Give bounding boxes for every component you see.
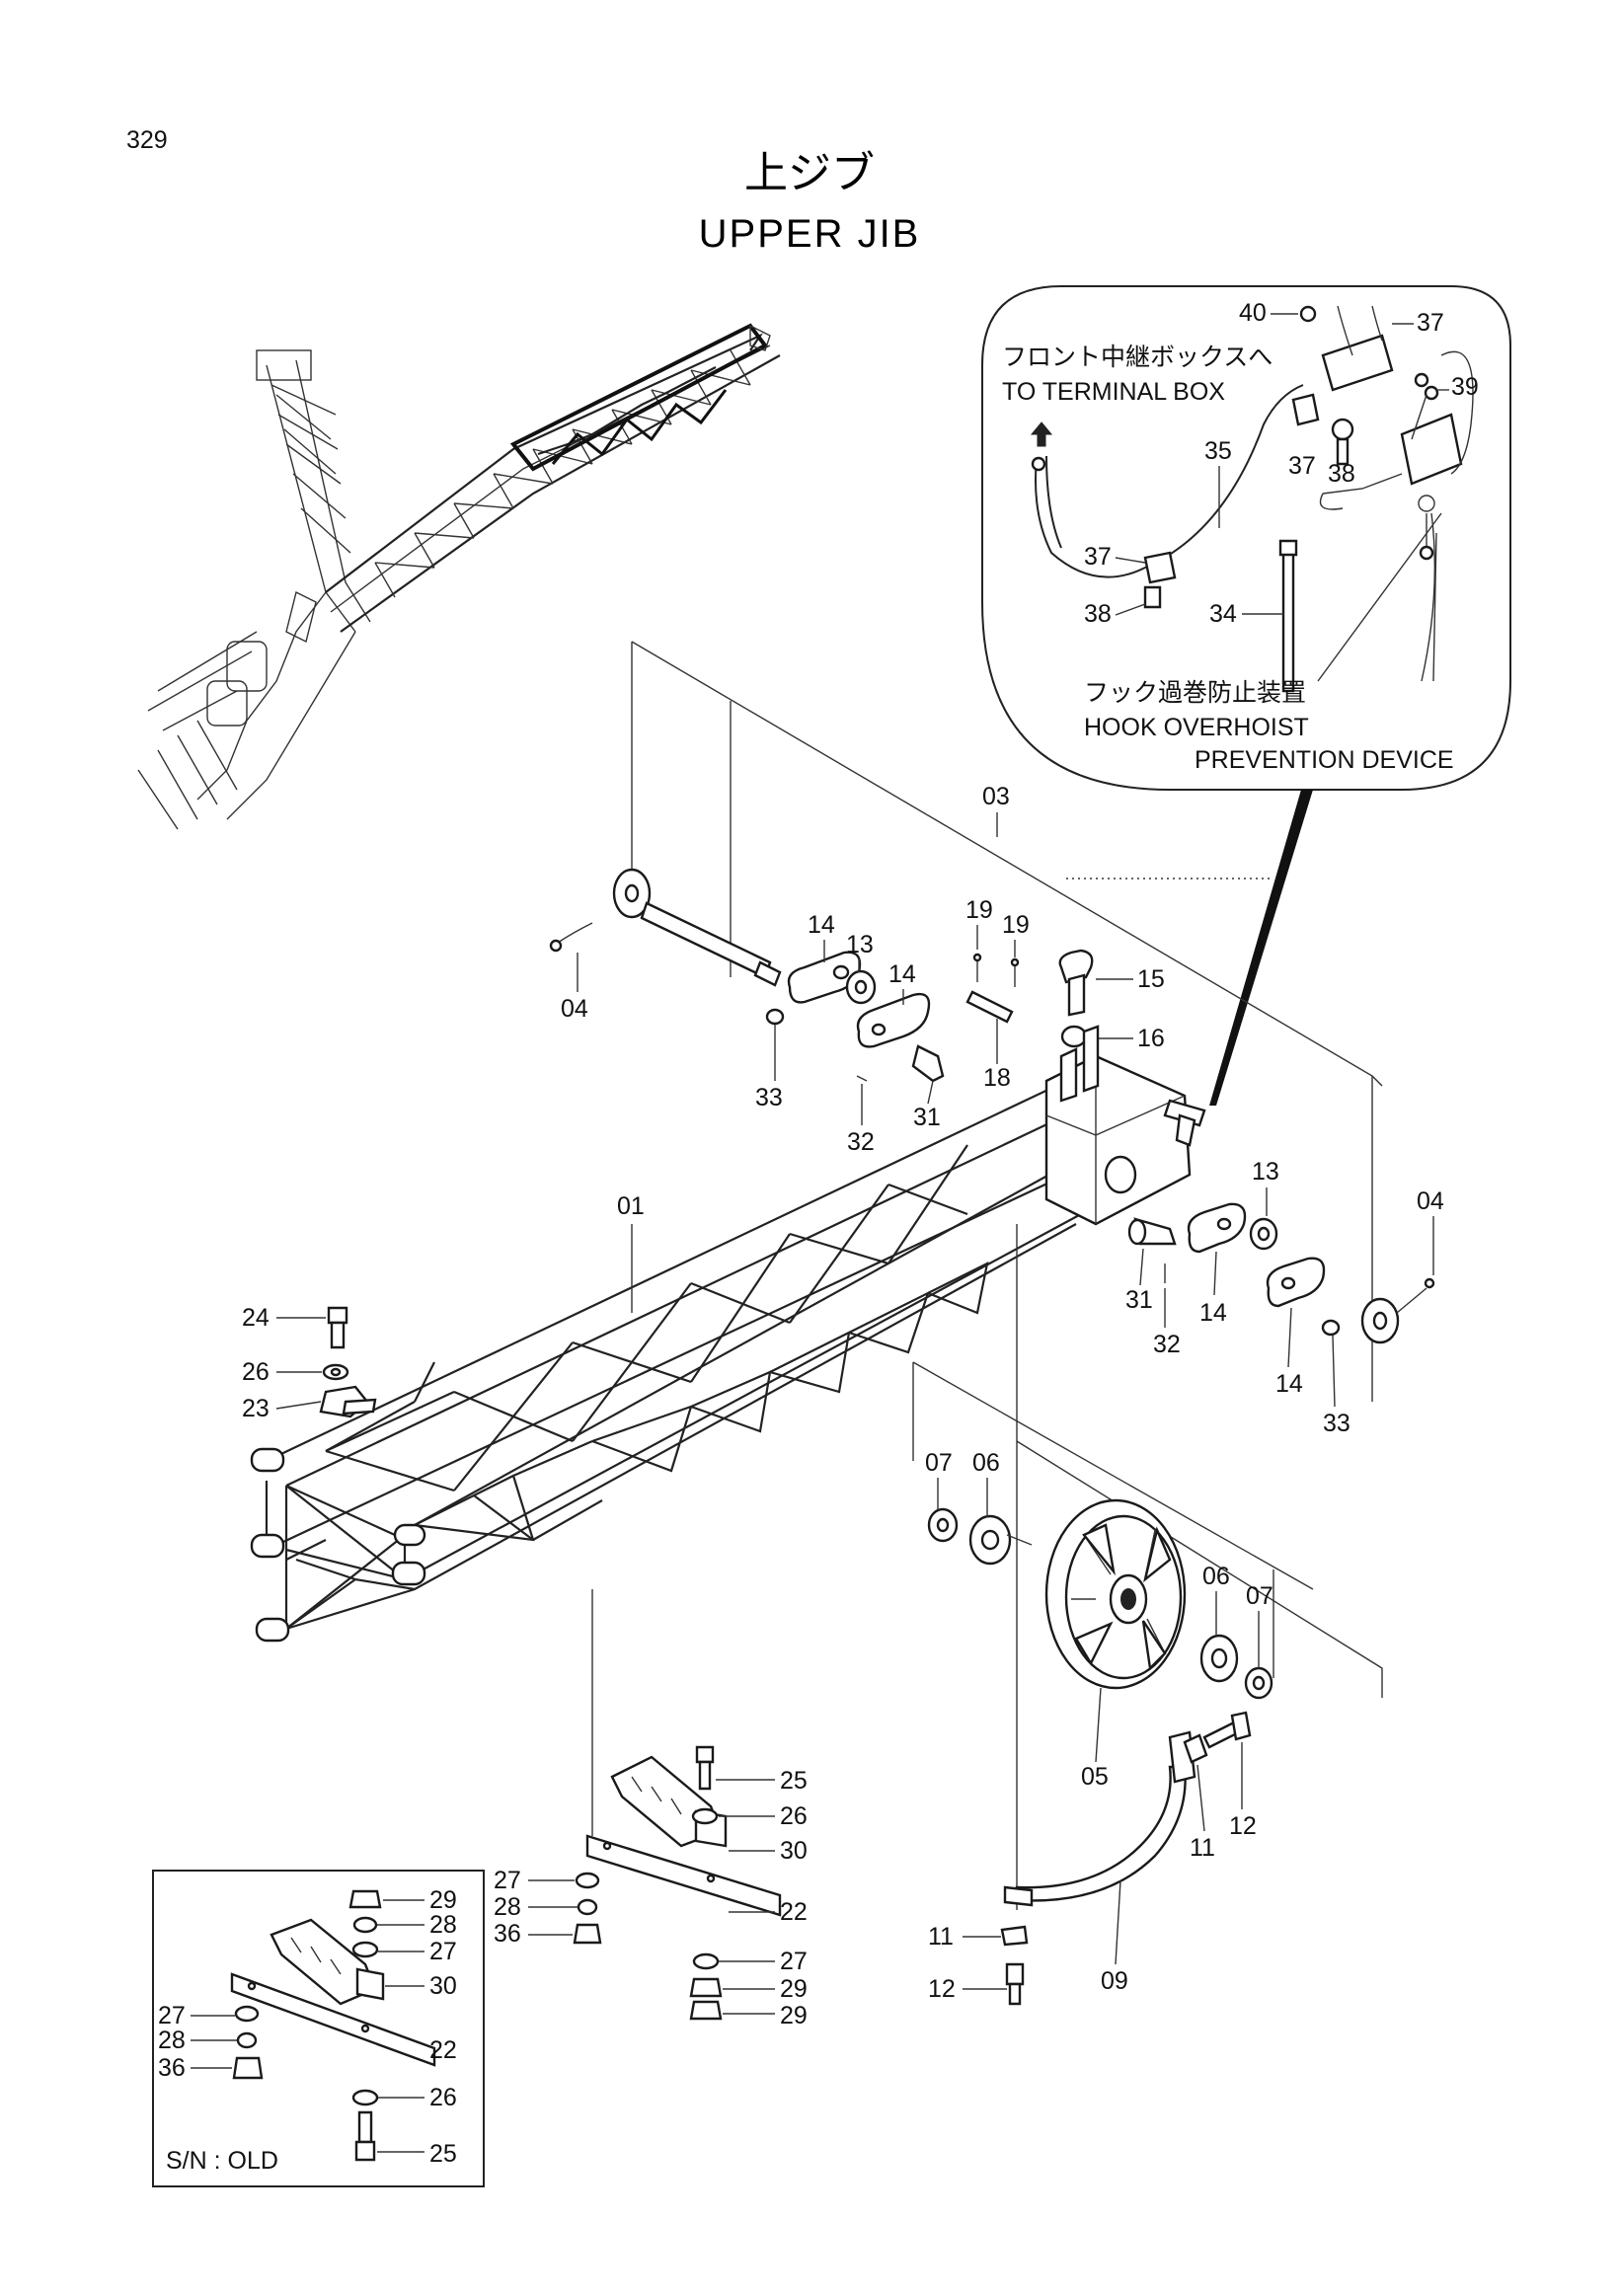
overhoist-device-label-en-2: PREVENTION DEVICE [1195, 746, 1454, 774]
rope-guard: 09 11 12 11 12 [928, 1224, 1257, 2006]
callout-31-a: 31 [913, 1104, 941, 1131]
callout-40: 40 [1239, 299, 1267, 327]
callout-11-right: 11 [1190, 1834, 1215, 1862]
title-japanese: 上ジブ [744, 148, 875, 198]
callout-38-mid: 38 [1328, 460, 1355, 488]
callout-05: 05 [1081, 1763, 1109, 1791]
callout-13-a: 13 [846, 931, 874, 958]
callout-30-a: 30 [780, 1837, 808, 1865]
upper-jib-frame: 01 [250, 1025, 1206, 1643]
callout-07-left: 07 [925, 1449, 953, 1477]
callout-04-right: 04 [1417, 1187, 1444, 1215]
callout-27-d: 27 [158, 2002, 186, 2029]
callout-27-c: 27 [429, 1938, 457, 1965]
pin-assembly: 03 04 14 13 33 14 31 32 [549, 641, 1383, 1402]
callout-16: 16 [1137, 1025, 1165, 1052]
callout-29-c: 29 [429, 1886, 457, 1914]
callout-24: 24 [242, 1304, 270, 1332]
callout-19-b: 19 [1002, 911, 1030, 939]
callout-33-b: 33 [1323, 1410, 1350, 1437]
callout-37-mid: 37 [1288, 452, 1316, 480]
callout-09: 09 [1101, 1967, 1128, 1995]
callout-35: 35 [1204, 437, 1232, 465]
roller-bracket-assembly: 25 26 30 27 28 36 22 27 29 29 [494, 1589, 808, 2029]
callout-32-a: 32 [847, 1128, 875, 1156]
callout-32-b: 32 [1153, 1331, 1181, 1358]
overhoist-device-label-en-1: HOOK OVERHOIST [1084, 714, 1309, 741]
callout-39: 39 [1451, 373, 1479, 401]
overhoist-device-label-jp: フック過巻防止装置 [1084, 678, 1306, 707]
callout-25-a: 25 [780, 1767, 808, 1795]
callout-25-b: 25 [429, 2140, 457, 2168]
callout-14-a: 14 [808, 911, 835, 939]
callout-31-b: 31 [1125, 1286, 1153, 1314]
callout-22-b: 22 [429, 2036, 457, 2064]
right-pin-parts: 31 32 14 13 14 33 04 [1125, 1158, 1444, 1437]
callout-04-left: 04 [561, 995, 588, 1023]
callout-34: 34 [1209, 600, 1237, 628]
terminal-box-note-en: TO TERMINAL BOX [1002, 378, 1225, 406]
callout-29-a: 29 [780, 1975, 808, 2003]
callout-26-a: 26 [242, 1358, 270, 1386]
callout-33-a: 33 [755, 1084, 783, 1111]
callout-14-c: 14 [1199, 1299, 1227, 1327]
crane-overview-sketch [137, 323, 781, 830]
callout-19-a: 19 [965, 896, 993, 924]
callout-11-left: 11 [928, 1923, 954, 1951]
callout-29-b: 29 [780, 2002, 808, 2029]
callout-18: 18 [983, 1064, 1011, 1092]
callout-26-b: 26 [780, 1802, 808, 1830]
callout-28-a: 28 [494, 1893, 521, 1921]
callout-07-right: 07 [1246, 1582, 1273, 1610]
callout-27-b: 27 [780, 1948, 808, 1975]
callout-22-a: 22 [780, 1898, 808, 1926]
callout-13-b: 13 [1252, 1158, 1279, 1186]
callout-28-c: 28 [158, 2027, 186, 2054]
callout-30-b: 30 [429, 1972, 457, 2000]
callout-03: 03 [982, 783, 1010, 810]
callout-01: 01 [617, 1192, 645, 1220]
old-serial-inset: S/N : OLD 29 28 27 30 27 28 36 22 26 25 [152, 1870, 485, 2187]
callout-27-a: 27 [494, 1867, 521, 1894]
sheave-assembly: 07 06 05 06 07 [912, 1361, 1383, 1791]
clamp-parts: 24 26 23 [242, 1304, 377, 1422]
terminal-box-note-jp: フロント中継ボックスへ [1002, 343, 1273, 371]
callout-26-c: 26 [429, 2084, 457, 2111]
callout-12-right: 12 [1229, 1812, 1257, 1840]
callout-36-b: 36 [158, 2054, 186, 2082]
callout-15: 15 [1137, 965, 1165, 993]
callout-38-low: 38 [1084, 600, 1112, 628]
callout-14-d: 14 [1275, 1370, 1303, 1398]
callout-06-left: 06 [972, 1449, 1000, 1477]
terminal-box-inset: フロント中継ボックスへ TO TERMINAL BOX [981, 285, 1511, 1106]
callout-37-top: 37 [1417, 309, 1444, 337]
title-english: UPPER JIB [699, 212, 921, 256]
callout-37-low: 37 [1084, 543, 1112, 571]
serial-old-label: S/N : OLD [166, 2147, 278, 2175]
callout-36-a: 36 [494, 1920, 521, 1948]
callout-06-right: 06 [1202, 1563, 1230, 1590]
callout-28-b: 28 [429, 1911, 457, 1939]
callout-12-left: 12 [928, 1975, 956, 2003]
page-number: 329 [126, 126, 168, 154]
callout-23: 23 [242, 1395, 270, 1422]
callout-14-b: 14 [888, 960, 916, 988]
